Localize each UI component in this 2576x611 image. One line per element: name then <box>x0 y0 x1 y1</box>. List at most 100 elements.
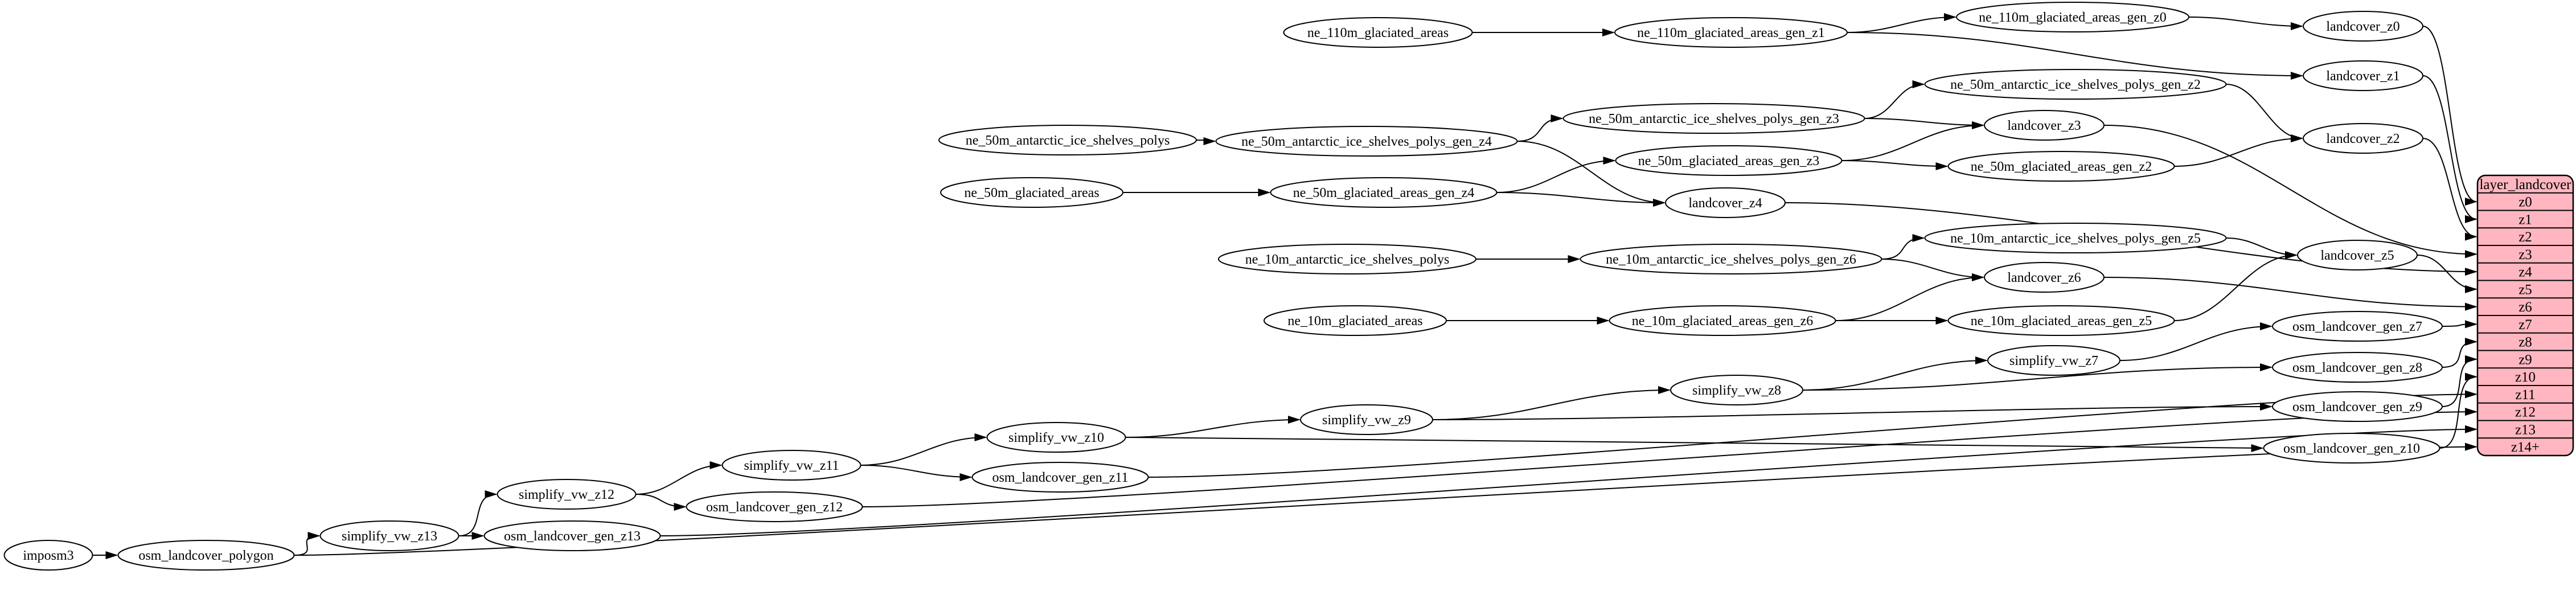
arrowhead-icon <box>974 433 987 441</box>
node-ellipse-osm_landcover_gen_z10 <box>2263 433 2440 464</box>
node-ne_50m_glaciated_areas_gen_z3: ne_50m_glaciated_areas_gen_z3 <box>1615 145 1843 176</box>
arrowhead-icon <box>2260 403 2273 411</box>
node-ellipse-osm_landcover_gen_z13 <box>483 520 661 551</box>
table-row-z4: z4 <box>2518 265 2532 280</box>
node-ne_50m_antarctic_ice_shelves_polys_gen_z4: ne_50m_antarctic_ice_shelves_polys_gen_z… <box>1215 126 1518 157</box>
table-row-z13: z13 <box>2515 422 2536 437</box>
arrowhead-icon <box>471 532 485 540</box>
node-ne_50m_glaciated_areas: ne_50m_glaciated_areas <box>940 177 1123 208</box>
arrowhead-icon <box>2260 322 2273 330</box>
arrowhead-icon <box>2291 22 2303 30</box>
node-label-landcover_z2: landcover_z2 <box>2326 132 2399 146</box>
node-ellipse-osm_landcover_gen_z12 <box>686 491 863 522</box>
node-label-simplify_vw_z10: simplify_vw_z10 <box>1008 430 1104 445</box>
node-ellipse-simplify_vw_z11 <box>721 450 862 481</box>
node-ellipse-ne_10m_glaciated_areas_gen_z6 <box>1609 305 1836 336</box>
node-label-osm_landcover_polygon: osm_landcover_polygon <box>138 548 273 563</box>
node-label-osm_landcover_gen_z13: osm_landcover_gen_z13 <box>504 529 641 544</box>
node-label-osm_landcover_gen_z11: osm_landcover_gen_z11 <box>992 470 1128 485</box>
edge-ne_50m_antarctic_ice_shelves_polys_gen_z3-to-landcover_z3 <box>1864 118 1984 126</box>
node-label-ne_110m_glaciated_areas_gen_z1: ne_110m_glaciated_areas_gen_z1 <box>1637 26 1825 40</box>
node-ellipse-simplify_vw_z7 <box>1987 345 2120 376</box>
edge-osm_landcover_gen_z12-to-row-z12 <box>862 411 2477 507</box>
node-label-imposm3: imposm3 <box>23 548 73 563</box>
node-landcover_z4: landcover_z4 <box>1665 187 1786 218</box>
node-label-simplify_vw_z12: simplify_vw_z12 <box>519 487 614 502</box>
node-simplify_vw_z7: simplify_vw_z7 <box>1987 345 2120 376</box>
arrowhead-icon <box>1597 317 1610 325</box>
edge-simplify_vw_z11-to-simplify_vw_z10 <box>860 437 986 466</box>
node-ellipse-landcover_z2 <box>2303 123 2423 154</box>
edge-simplify_vw_z11-to-osm_landcover_gen_z11 <box>860 465 971 478</box>
node-landcover_z5: landcover_z5 <box>2297 240 2418 270</box>
arrowhead-icon <box>2465 285 2477 293</box>
node-ellipse-ne_50m_antarctic_ice_shelves_polys_gen_z2 <box>1924 69 2227 100</box>
table-row-z11: z11 <box>2515 387 2535 403</box>
node-ellipse-ne_110m_glaciated_areas <box>1283 17 1473 48</box>
edge-osm_landcover_polygon-to-simplify_vw_z13 <box>294 535 319 556</box>
arrowhead-icon <box>1568 255 1581 263</box>
node-ellipse-simplify_vw_z10 <box>986 422 1126 453</box>
arrowhead-icon <box>1935 317 1949 325</box>
table-row-z3: z3 <box>2518 247 2532 263</box>
node-label-ne_50m_glaciated_areas_gen_z3: ne_50m_glaciated_areas_gen_z3 <box>1638 154 1820 169</box>
node-ellipse-ne_10m_antarctic_ice_shelves_polys_gen_z6 <box>1580 244 1882 274</box>
node-label-osm_landcover_gen_z10: osm_landcover_gen_z10 <box>2283 441 2420 456</box>
node-ne_50m_glaciated_areas_gen_z2: ne_50m_glaciated_areas_gen_z2 <box>1947 151 2175 182</box>
table-row-z12: z12 <box>2515 405 2536 420</box>
node-ellipse-landcover_z6 <box>1984 262 2105 293</box>
node-ellipse-ne_10m_glaciated_areas_gen_z5 <box>1947 305 2175 336</box>
node-ne_110m_glaciated_areas: ne_110m_glaciated_areas <box>1283 17 1473 48</box>
arrowhead-icon <box>1935 162 1949 170</box>
node-osm_landcover_polygon: osm_landcover_polygon <box>117 540 295 571</box>
node-label-osm_landcover_gen_z7: osm_landcover_gen_z7 <box>2292 319 2422 334</box>
edge-ne_50m_glaciated_areas_gen_z3-to-ne_50m_glaciated_areas_gen_z2 <box>1841 160 1947 167</box>
arrowhead-icon <box>2465 268 2477 276</box>
node-ellipse-simplify_vw_z12 <box>497 479 637 510</box>
node-simplify_vw_z9: simplify_vw_z9 <box>1300 404 1433 435</box>
node-landcover_z3: landcover_z3 <box>1984 110 2105 141</box>
node-ellipse-ne_50m_antarctic_ice_shelves_polys <box>938 125 1197 155</box>
node-label-simplify_vw_z8: simplify_vw_z8 <box>1692 383 1781 398</box>
arrowhead-icon <box>1944 13 1956 21</box>
node-ne_10m_glaciated_areas: ne_10m_glaciated_areas <box>1264 305 1447 336</box>
arrowhead-icon <box>1602 28 1615 36</box>
edge-simplify_vw_z9-to-osm_landcover_gen_z9 <box>1432 406 2272 420</box>
edge-osm_landcover_gen_z10-to-row-z10 <box>2439 376 2477 449</box>
node-ne_50m_antarctic_ice_shelves_polys: ne_50m_antarctic_ice_shelves_polys <box>938 125 1197 155</box>
arrowhead-icon <box>2465 355 2477 363</box>
node-ellipse-landcover_z1 <box>2303 60 2423 91</box>
node-simplify_vw_z11: simplify_vw_z11 <box>721 450 862 481</box>
node-label-landcover_z4: landcover_z4 <box>1688 196 1762 211</box>
node-ellipse-ne_10m_antarctic_ice_shelves_polys_gen_z5 <box>1924 223 2227 253</box>
node-label-ne_50m_glaciated_areas_gen_z4: ne_50m_glaciated_areas_gen_z4 <box>1293 186 1475 200</box>
node-label-landcover_z3: landcover_z3 <box>2007 118 2081 133</box>
table-row-z2: z2 <box>2518 229 2532 245</box>
node-ellipse-ne_110m_glaciated_areas_gen_z0 <box>1956 2 2189 32</box>
arrowhead-icon <box>2465 198 2477 206</box>
node-osm_landcover_gen_z11: osm_landcover_gen_z11 <box>971 462 1149 493</box>
arrowhead-icon <box>105 551 118 559</box>
edge-ne_50m_glaciated_areas_gen_z4-to-landcover_z4 <box>1496 192 1665 203</box>
arrowhead-icon <box>2465 338 2477 346</box>
node-osm_landcover_gen_z12: osm_landcover_gen_z12 <box>686 491 863 522</box>
edge-ne_110m_glaciated_areas_gen_z0-to-landcover_z0 <box>2188 17 2303 27</box>
node-ne_50m_glaciated_areas_gen_z4: ne_50m_glaciated_areas_gen_z4 <box>1270 177 1498 208</box>
edge-simplify_vw_z12-to-simplify_vw_z11 <box>635 465 721 495</box>
node-ne_10m_antarctic_ice_shelves_polys: ne_10m_antarctic_ice_shelves_polys <box>1218 244 1476 274</box>
edge-simplify_vw_z13-to-simplify_vw_z12 <box>458 494 497 536</box>
node-landcover_z2: landcover_z2 <box>2303 123 2423 154</box>
node-ellipse-ne_50m_glaciated_areas_gen_z3 <box>1615 145 1843 176</box>
node-ne_10m_antarctic_ice_shelves_polys_gen_z5: ne_10m_antarctic_ice_shelves_polys_gen_z… <box>1924 223 2227 253</box>
node-osm_landcover_gen_z9: osm_landcover_gen_z9 <box>2272 391 2443 422</box>
edge-ne_10m_antarctic_ice_shelves_polys_gen_z6-to-ne_10m_antarctic_ice_shelves_polys_gen_z5 <box>1881 237 1924 260</box>
edge-ne_50m_glaciated_areas_gen_z3-to-landcover_z3 <box>1841 125 1984 161</box>
node-ellipse-osm_landcover_gen_z7 <box>2272 311 2443 342</box>
node-label-landcover_z5: landcover_z5 <box>2320 248 2394 263</box>
node-ellipse-osm_landcover_gen_z11 <box>971 462 1149 493</box>
edge-osm_landcover_gen_z9-to-row-z9 <box>2442 358 2477 407</box>
table-row-z0: z0 <box>2518 195 2532 210</box>
node-ellipse-osm_landcover_polygon <box>117 540 295 571</box>
arrowhead-icon <box>2251 444 2264 452</box>
